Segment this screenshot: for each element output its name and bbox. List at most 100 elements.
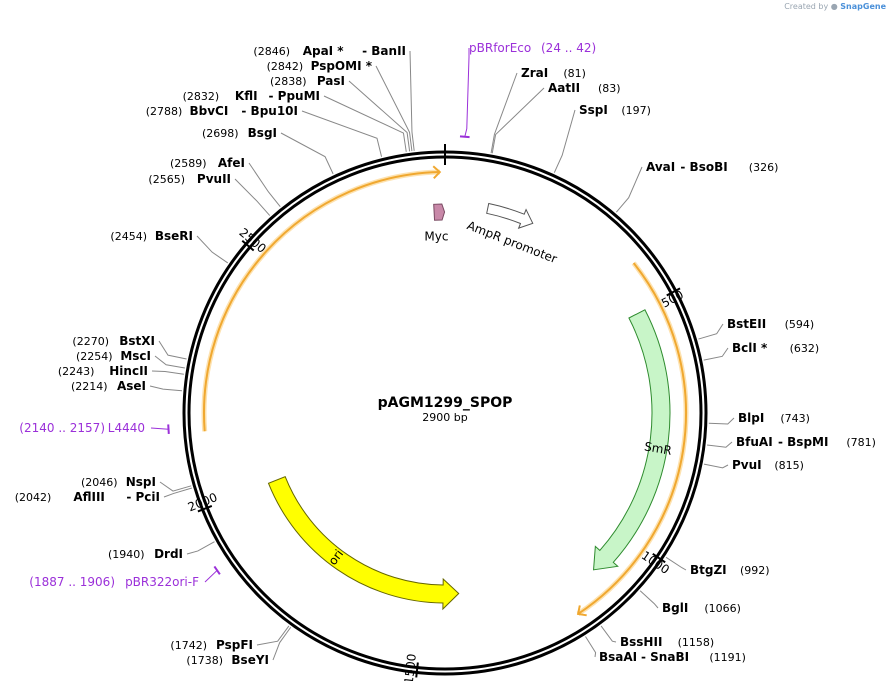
site-leader [375, 65, 413, 152]
site-leader [158, 340, 187, 360]
primer-marker [459, 135, 470, 139]
site-leader [703, 347, 729, 361]
site-leader [196, 235, 229, 264]
tick-mark [666, 287, 681, 297]
site-name-alias[interactable]: - BspMI [778, 435, 828, 449]
tick-mark [652, 553, 666, 564]
site-position: (2042) [15, 491, 52, 504]
site-group: ZraI(81)AatII(83)SspI(197)AvaI - BsoBI(3… [15, 44, 876, 667]
site-leader [248, 162, 281, 208]
site-name[interactable]: SspI [579, 103, 608, 117]
site-name-alias[interactable]: - Bpu10I [241, 104, 298, 118]
site-name[interactable]: BstXI [119, 334, 155, 348]
primer-leader [150, 427, 169, 430]
site-name[interactable]: KflI [235, 89, 258, 103]
site-position: (992) [740, 564, 770, 577]
site-position: (1191) [709, 651, 746, 664]
site-position: (2243) [58, 365, 95, 378]
primer-label: pBR322ori-F [125, 575, 199, 589]
site-position: (81) [563, 67, 586, 80]
site-name[interactable]: BsgI [248, 126, 277, 140]
site-name[interactable]: BbvCI [189, 104, 228, 118]
site-leader [272, 626, 292, 661]
site-name[interactable]: AvaI [646, 160, 675, 174]
orf-arrowhead [576, 605, 587, 617]
site-leader [280, 132, 334, 175]
site-name[interactable]: BstEII [727, 317, 766, 331]
site-name-alias[interactable]: - PpuMI [269, 89, 321, 103]
orf-arc-halo [201, 169, 440, 432]
site-position: (1742) [170, 639, 207, 652]
site-position: (197) [621, 104, 651, 117]
watermark-brand: SnapGene [840, 2, 886, 11]
site-name[interactable]: ZraI [521, 66, 548, 80]
site-position: (1940) [108, 548, 145, 561]
site-name[interactable]: BglI [662, 601, 688, 615]
site-leader [708, 417, 735, 425]
site-name[interactable]: AflIII [73, 490, 105, 504]
site-name[interactable]: NspI [126, 475, 156, 489]
orf-arrowhead [432, 165, 442, 179]
feature-myc-arrow[interactable] [433, 203, 446, 221]
site-name[interactable]: AatII [548, 81, 580, 95]
feature-ori-arrow[interactable] [267, 476, 460, 611]
site-leader [151, 370, 184, 375]
site-position: (2454) [110, 230, 147, 243]
site-leader [186, 541, 215, 555]
site-position: (1738) [186, 654, 223, 667]
site-name[interactable]: AfeI [218, 156, 245, 170]
site-name[interactable]: PvuI [732, 458, 762, 472]
site-name[interactable]: BssHII [620, 635, 662, 649]
site-position: (2270) [72, 335, 109, 348]
site-name[interactable]: BsaAI [599, 650, 637, 664]
site-leader [159, 481, 192, 492]
site-position: (2698) [202, 127, 239, 140]
primer-marker [213, 565, 221, 575]
site-leader [585, 636, 597, 658]
site-name[interactable]: BclI * [732, 341, 768, 355]
feature-smr-arrow[interactable] [592, 309, 671, 571]
site-position: (2046) [81, 476, 118, 489]
site-name[interactable]: MscI [120, 349, 151, 363]
site-name-alias[interactable]: - SnaBI [641, 650, 689, 664]
site-position: (594) [785, 318, 815, 331]
site-name-alias[interactable]: - BsoBI [680, 160, 727, 174]
site-position: (781) [846, 436, 876, 449]
watermark-text: Created by [784, 2, 829, 11]
feature-label-ampr-promoter: AmpR promoter [465, 218, 559, 266]
site-leader [553, 109, 576, 173]
site-leader [490, 72, 518, 154]
site-name[interactable]: PspOMI * [311, 59, 373, 73]
site-position: (83) [598, 82, 621, 95]
site-leader [149, 385, 182, 392]
orf-arc [577, 262, 687, 615]
site-name[interactable]: PasI [317, 74, 345, 88]
site-leader [256, 625, 290, 646]
site-name[interactable]: BseYI [231, 653, 269, 667]
site-name-alias[interactable]: - PciI [126, 490, 160, 504]
primer-marker [167, 424, 170, 435]
site-position: (815) [774, 459, 804, 472]
site-name[interactable]: HincII [109, 364, 148, 378]
site-name-alias[interactable]: - BanII [362, 44, 406, 58]
tick-label: 1500 [402, 653, 419, 681]
site-name[interactable]: BtgZI [690, 563, 727, 577]
site-name[interactable]: PvuII [197, 172, 231, 186]
site-leader [301, 110, 383, 157]
site-name[interactable]: BlpI [738, 411, 764, 425]
tick-mark [197, 504, 213, 513]
primer-leader [204, 570, 218, 583]
site-leader [639, 590, 659, 609]
site-name[interactable]: AseI [117, 379, 146, 393]
primer-label: L4440 [108, 421, 145, 435]
site-leader [348, 80, 411, 152]
site-name[interactable]: BseRI [155, 229, 193, 243]
site-name[interactable]: PspFI [216, 638, 253, 652]
orf-group [201, 165, 689, 617]
site-name[interactable]: BfuAI [736, 435, 773, 449]
feature-ampr-promoter-arrow[interactable] [486, 202, 534, 229]
site-name[interactable]: DrdI [154, 547, 183, 561]
site-name[interactable]: ApaI * [303, 44, 345, 58]
site-position: (1066) [704, 602, 741, 615]
